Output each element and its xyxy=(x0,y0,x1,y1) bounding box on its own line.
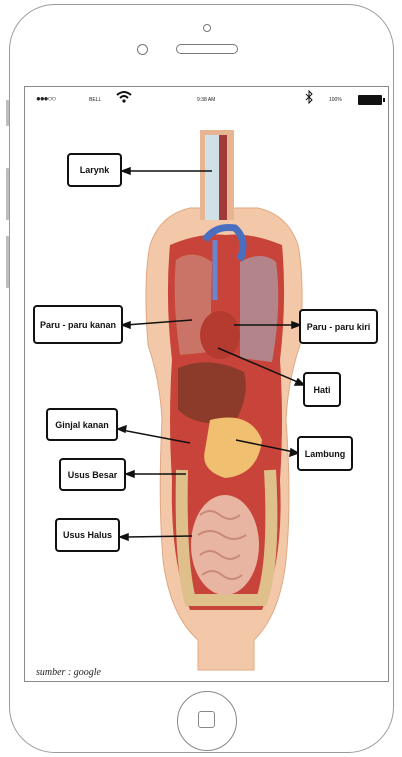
label-liver: Hati xyxy=(303,372,341,407)
label-stomach: Lambung xyxy=(297,436,353,471)
label-large-intestine: Usus Besar xyxy=(59,458,126,491)
home-square-icon xyxy=(198,711,215,728)
label-right-lung: Paru - paru kanan xyxy=(33,305,123,344)
image-source-caption: sumber : google xyxy=(36,667,101,678)
label-larynx: Larynk xyxy=(67,153,122,187)
label-left-lung: Paru - paru kiri xyxy=(299,309,378,344)
label-small-intestine: Usus Halus xyxy=(55,518,120,552)
label-right-kidney: Ginjal kanan xyxy=(46,408,118,441)
